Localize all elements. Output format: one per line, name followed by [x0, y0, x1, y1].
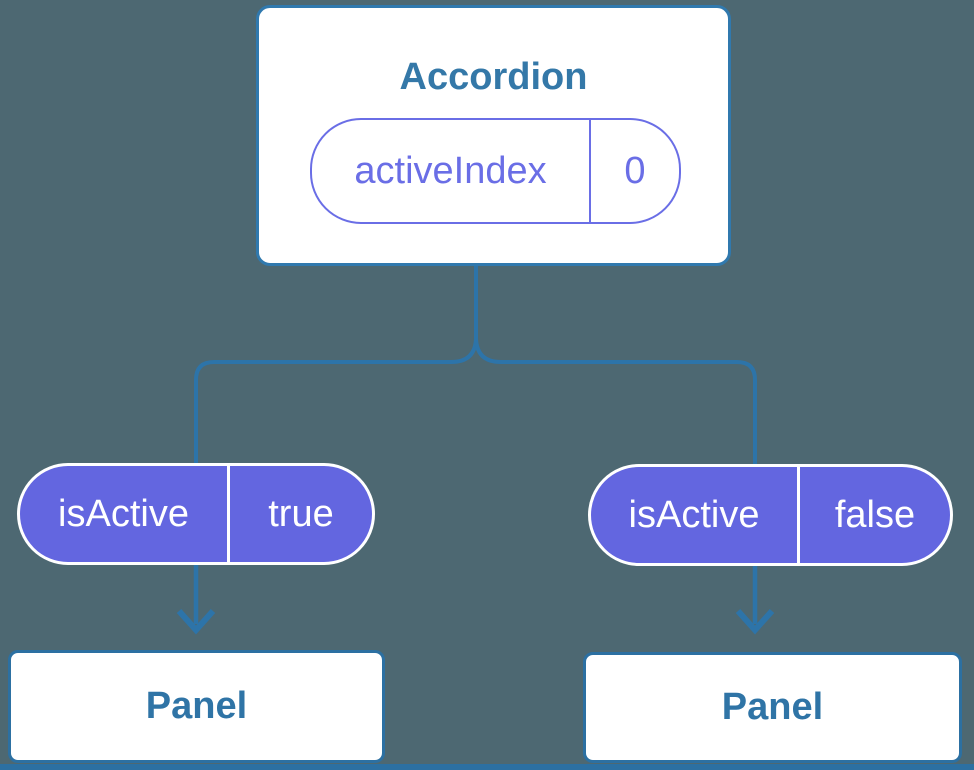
accordion-component-box: Accordion activeIndex 0 [256, 5, 731, 266]
prop-value: false [834, 493, 916, 536]
prop-name: isActive [591, 467, 800, 563]
prop-value: true [268, 492, 334, 535]
arrow-down-icon [735, 558, 775, 635]
component-title: Accordion [399, 56, 588, 98]
prop-pill-isactive-false: isActive false [588, 464, 953, 566]
state-pill-activeindex: activeIndex 0 [310, 118, 681, 224]
arrow-down-icon [176, 558, 216, 635]
state-name: activeIndex [312, 120, 591, 222]
prop-name: isActive [20, 466, 230, 562]
prop-pill-isactive-true: isActive true [17, 463, 375, 565]
state-value: 0 [624, 149, 646, 192]
branch-line-right [474, 260, 757, 472]
branch-line-left [194, 260, 478, 470]
bottom-rule [0, 764, 974, 770]
panel-component-box: Panel [583, 652, 962, 763]
panel-component-box: Panel [8, 650, 385, 763]
